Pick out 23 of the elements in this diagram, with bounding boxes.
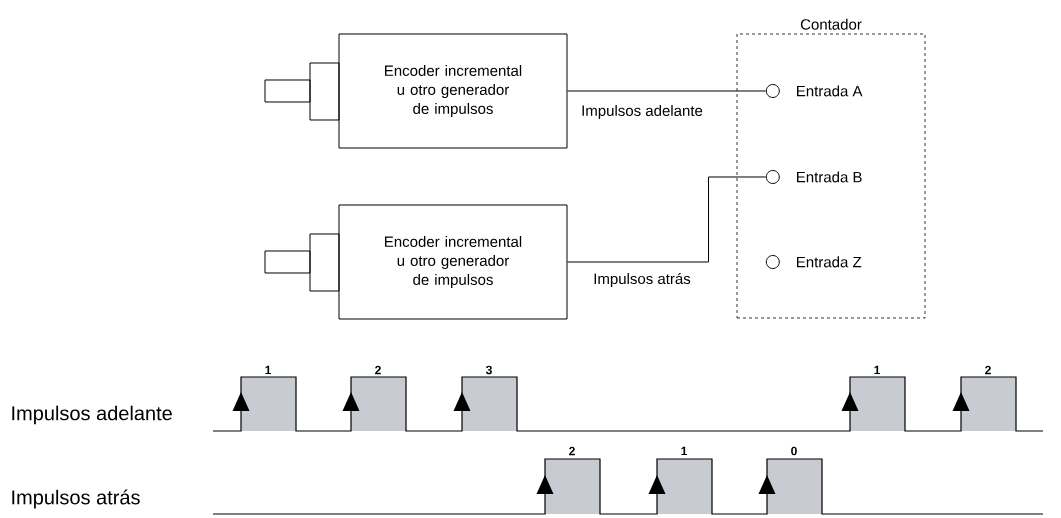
node-label: Entrada Z xyxy=(797,256,862,268)
counter-title: Contador xyxy=(800,18,862,30)
pulse-number: 1 xyxy=(265,365,271,375)
pulse-number: 1 xyxy=(874,365,880,375)
connector-line xyxy=(567,90,767,92)
signal-name: Impulsos adelante xyxy=(12,405,172,425)
pulse-number: 2 xyxy=(569,446,575,456)
encoder-box: Encoder incremental u otro generador de impulsos xyxy=(338,33,568,149)
pulse-number: 2 xyxy=(375,365,381,375)
encoder-box: Encoder incremental u otro generador de impulsos xyxy=(338,204,568,320)
node-label: Entrada B xyxy=(797,171,862,183)
input-terminal: Entrada Z xyxy=(765,255,862,269)
node-label: Entrada A xyxy=(797,85,863,97)
signal-name: Impulsos atrás xyxy=(12,489,140,509)
pulse-number: 2 xyxy=(985,365,991,375)
input-terminal: Entrada B xyxy=(765,170,862,184)
connector-line xyxy=(567,176,767,263)
pulse-number: 1 xyxy=(681,446,687,456)
edge-label: Impulsos adelante xyxy=(582,105,703,119)
input-terminal: Entrada A xyxy=(765,84,863,98)
edge-label: Impulsos atrás xyxy=(594,272,691,288)
pulse-number: 3 xyxy=(485,365,492,375)
pulse-number: 0 xyxy=(791,446,797,456)
